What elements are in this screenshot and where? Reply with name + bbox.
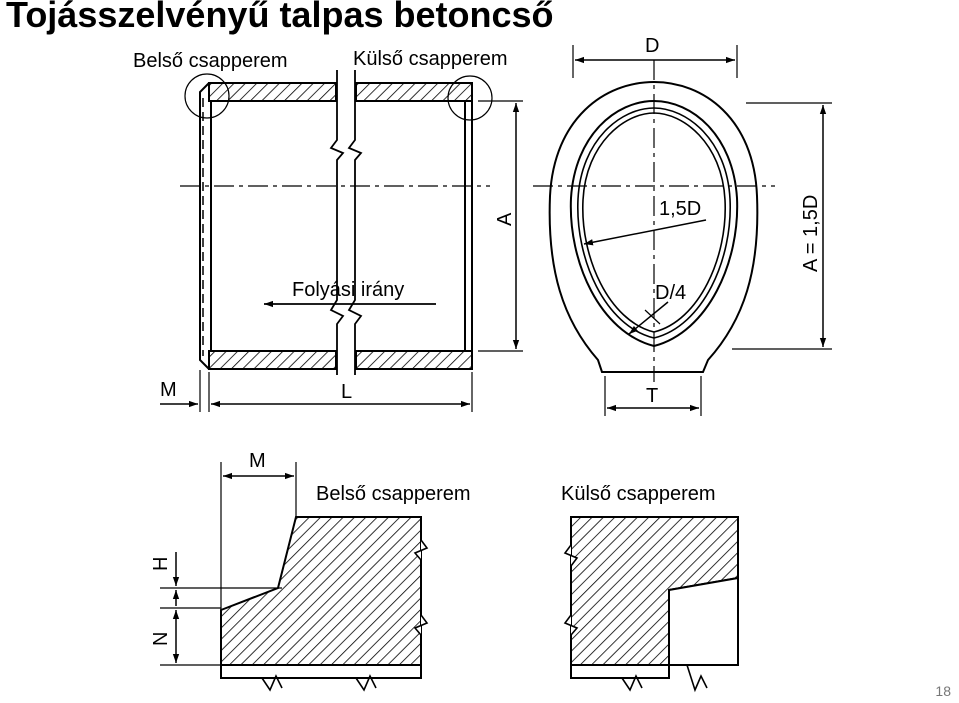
outer-socket-detail-title: Külső csapperem (561, 483, 716, 505)
outer-socket-label: Külső csapperem (353, 48, 508, 70)
bottom-wall-left (208, 350, 337, 370)
dim-m-label: M (160, 379, 177, 401)
page-number: 18 (935, 683, 951, 699)
dim-height-label: A = 1,5D (800, 195, 822, 272)
dim-d-label: D (645, 35, 659, 57)
inner-socket-detail (160, 462, 429, 692)
detail-dim-m-label: M (249, 450, 266, 472)
top-wall-left (208, 82, 337, 102)
inner-socket-detail-circle (184, 73, 230, 119)
inner-socket-detail-title: Belső csapperem (316, 483, 471, 505)
outer-socket-detail-circle (447, 75, 493, 121)
flow-direction-label: Folyási irány (292, 279, 404, 301)
dim-bottom-radius-label: D/4 (655, 282, 686, 304)
dim-l-label: L (341, 381, 352, 403)
dim-radius-label: 1,5D (659, 198, 701, 220)
dim-a-label: A (494, 212, 516, 226)
bottom-wall-right (355, 350, 473, 370)
side-view (160, 70, 523, 412)
inner-socket-label: Belső csapperem (133, 50, 288, 72)
cross-section (533, 45, 832, 416)
detail-dim-h-label: H (150, 557, 172, 571)
slide-title: Tojásszelvényű talpas betoncső (6, 0, 554, 35)
outer-socket-detail (563, 516, 739, 693)
detail-dim-n-label: N (150, 632, 172, 646)
top-wall-right (355, 82, 473, 102)
dim-t-label: T (646, 385, 658, 407)
